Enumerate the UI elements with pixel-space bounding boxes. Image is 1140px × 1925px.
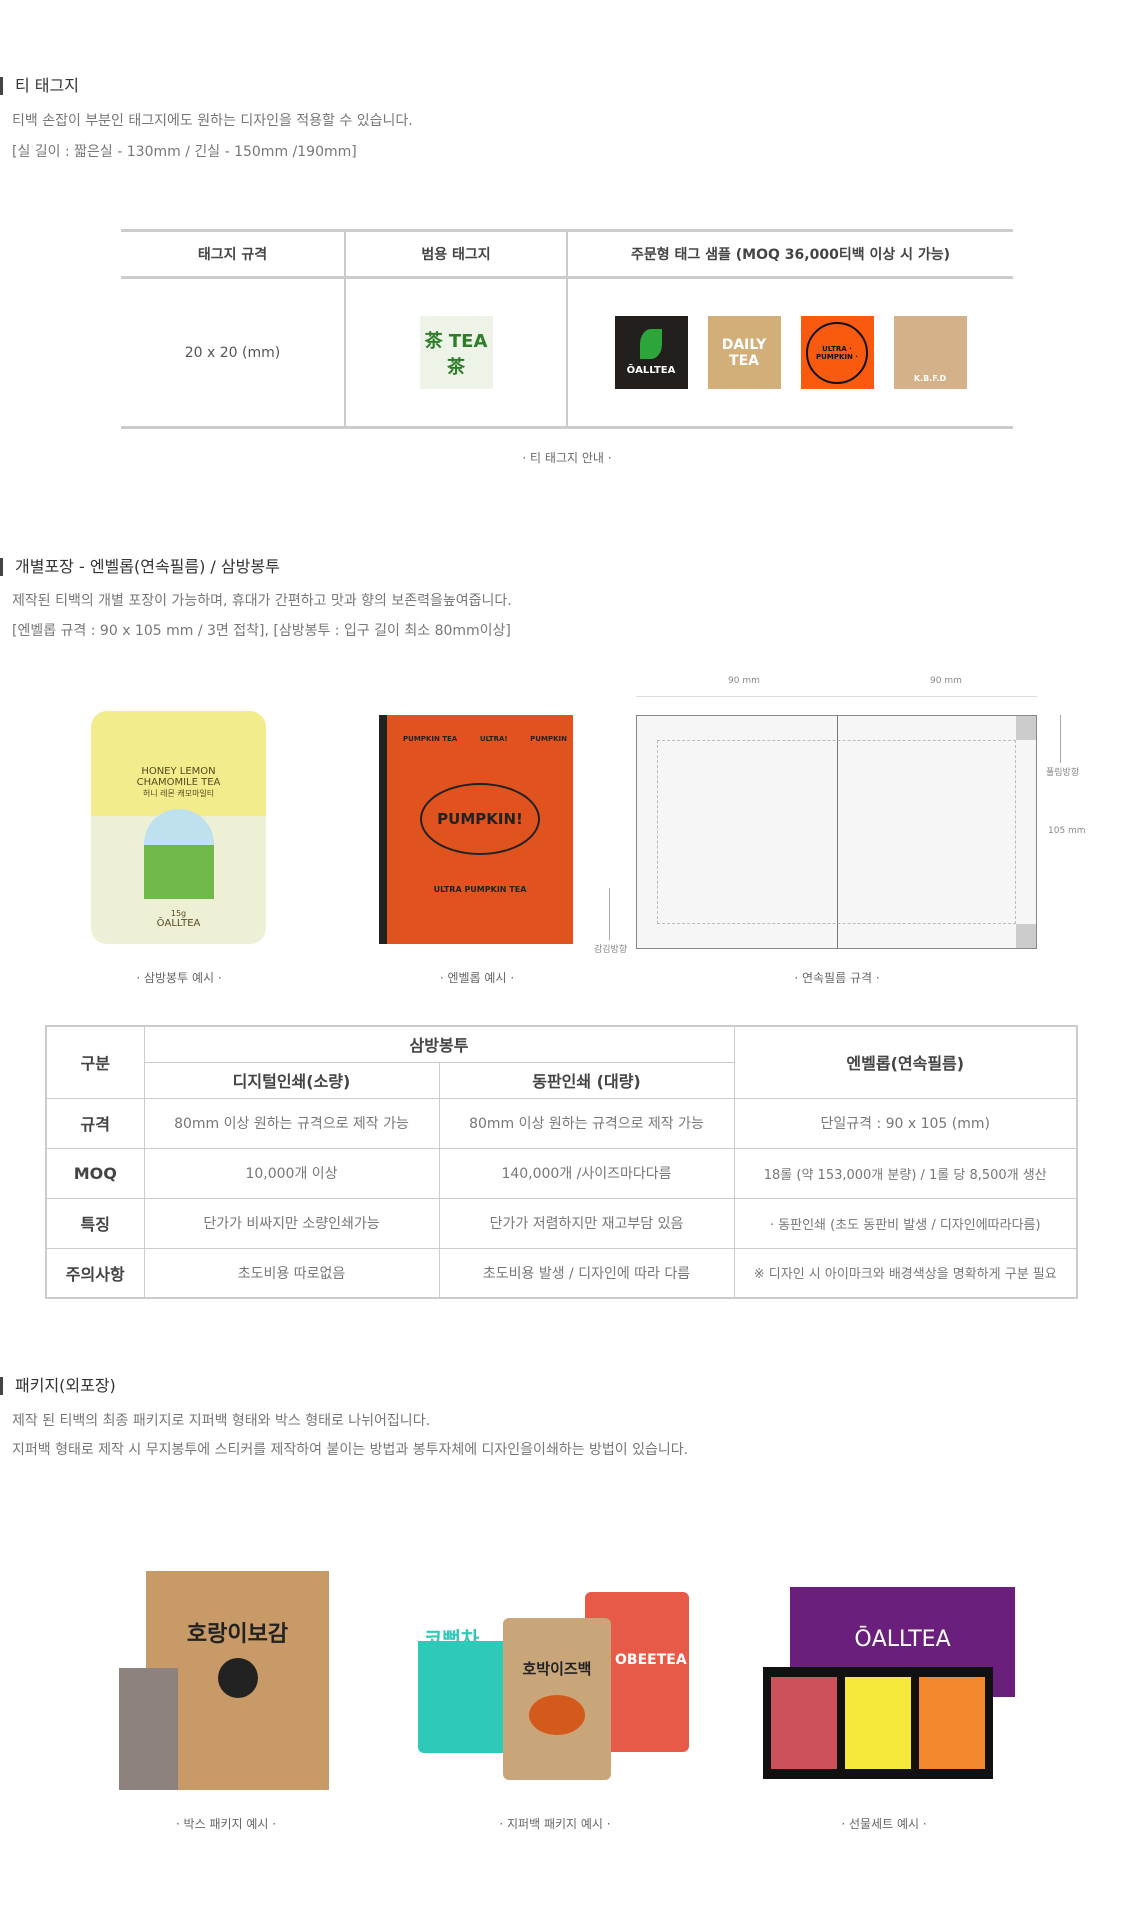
- sample-tag-kbfd: K.B.F.D: [893, 316, 967, 389]
- pouch-text: CHAMOMILE TEA: [136, 777, 221, 788]
- th-custom-tag: 주문형 태그 샘플 (MOQ 36,000티백 이상 시 가능): [566, 230, 1013, 279]
- envelope-center-text: PUMPKIN!: [420, 783, 540, 855]
- sample-tag-daily-tea: DAILY TEA: [707, 316, 781, 389]
- cell-digital: 80mm 이상 원하는 규격으로 제작 가능: [143, 1097, 440, 1149]
- seal-line: [657, 740, 1016, 924]
- section-title-tea-tag: 티 태그지: [0, 77, 79, 95]
- cell-gravure: 140,000개 /사이즈마다다름: [438, 1147, 735, 1199]
- gift-brand: ŌALLTEA: [854, 1627, 951, 1652]
- zipper-caption: · 지퍼백 패키지 예시 ·: [499, 1817, 611, 1831]
- tag-size-value: 20 x 20 (mm): [184, 344, 281, 361]
- th-category: 구분: [45, 1025, 145, 1099]
- pouch-text: 허니 레몬 캐모마일티: [142, 789, 215, 798]
- th-three-side: 삼방봉투: [143, 1025, 735, 1063]
- th-generic-tag: 범용 태그지: [344, 230, 567, 279]
- sample-label: ULTRA · PUMPKIN ·: [806, 321, 868, 384]
- row-label: 특징: [45, 1197, 145, 1249]
- section-title-package: 패키지(외포장): [0, 1377, 116, 1395]
- tree-illustration: [143, 809, 214, 899]
- gift-item-orange: [919, 1677, 985, 1769]
- tag-desc-2: [실 길이 : 짧은실 - 130mm / 긴실 - 150mm /190mm]: [12, 144, 357, 160]
- pack-desc-1: 제작된 티백의 개별 포장이 가능하며, 휴대가 간편하고 맛과 향의 보존력을…: [12, 593, 512, 609]
- bag-label: OBEETEA: [615, 1652, 687, 1668]
- zipper-bag-kraft: 호박이즈백: [503, 1618, 611, 1780]
- row-label: 규격: [45, 1097, 145, 1149]
- envelope-text: ULTRA!: [479, 735, 508, 743]
- width-left-label: 90 mm: [728, 676, 760, 686]
- envelope-text: PUMPKIN TEA: [403, 735, 458, 743]
- envelope-caption: · 엔벨롭 예시 ·: [439, 971, 515, 985]
- wind-label: 감김방향: [594, 945, 628, 955]
- envelope-image: PUMPKIN TEA ULTRA! PUMPKIN PUMPKIN! ULTRA …: [379, 715, 573, 944]
- th-tag-size: 태그지 규격: [121, 230, 345, 279]
- gift-caption: · 선물세트 예시 ·: [841, 1817, 927, 1831]
- cell-gravure: 초도비용 발생 / 디자인에 따라 다름: [438, 1247, 735, 1299]
- pouch-text: ŌALLTEA: [156, 918, 201, 929]
- small-box-image: [119, 1668, 178, 1790]
- row-label: MOQ: [45, 1147, 145, 1199]
- sample-label: ŌALLTEA: [626, 365, 676, 376]
- corner-mark: [1016, 716, 1036, 740]
- gift-item-yellow: [845, 1677, 911, 1769]
- cell-gravure: 단가가 저렴하지만 재고부담 있음: [438, 1197, 735, 1249]
- unwind-label: 풀림방향: [1046, 768, 1080, 778]
- corner-mark: [1016, 924, 1036, 948]
- sample-tag-oalltea: ŌALLTEA: [614, 316, 688, 389]
- tag-caption: · 티 태그지 안내 ·: [522, 451, 612, 465]
- pouch-text: HONEY LEMON: [141, 766, 216, 777]
- th-digital: 디지털인쇄(소량): [143, 1061, 440, 1099]
- cell-digital: 10,000개 이상: [143, 1147, 440, 1199]
- leaf-icon: [640, 329, 662, 359]
- th-envelope: 엔벨롭(연속필름): [733, 1025, 1078, 1099]
- generic-tag-image: 茶 TEA 茶: [419, 316, 493, 389]
- section-title-individual-pack: 개별포장 - 엔벨롭(연속필름) / 삼방봉투: [0, 558, 280, 576]
- diagram-caption: · 연속필름 규격 ·: [794, 971, 880, 985]
- box-caption: · 박스 패키지 예시 ·: [175, 1817, 277, 1831]
- height-label: 105 mm: [1048, 826, 1086, 836]
- gift-box-tray: [763, 1667, 993, 1779]
- cell-envelope: ※ 디자인 시 아이마크와 배경색상을 명확하게 구분 필요: [733, 1247, 1078, 1299]
- film-spec-diagram: [636, 715, 1037, 949]
- box-brand: 호랑이보감: [186, 1622, 289, 1647]
- package-desc-1: 제작 된 티백의 최종 패키지로 지퍼백 형태와 박스 형태로 나뉘어집니다.: [12, 1413, 431, 1429]
- cell-digital: 단가가 비싸지만 소량인쇄가능: [143, 1197, 440, 1249]
- wind-arrow-icon: [609, 888, 610, 940]
- unwind-arrow-icon: [1060, 715, 1061, 763]
- bag-label: 호박이즈백: [522, 1660, 592, 1678]
- cell-envelope: 18롤 (약 153,000개 분량) / 1롤 당 8,500개 생산: [733, 1147, 1078, 1199]
- pouch-caption: · 삼방봉투 예시 ·: [136, 971, 222, 985]
- pouch-text: 15g: [170, 909, 187, 918]
- package-desc-2: 지퍼백 형태로 제작 시 무지봉투에 스티커를 제작하여 붙이는 방법과 봉투자…: [12, 1442, 689, 1458]
- tiger-icon: [217, 1658, 258, 1698]
- cell-gravure: 80mm 이상 원하는 규격으로 제작 가능: [438, 1097, 735, 1149]
- sample-tag-pumpkin: ULTRA · PUMPKIN ·: [800, 316, 874, 389]
- pack-desc-2: [엔벨롭 규격 : 90 x 105 mm / 3면 접착], [삼방봉투 : …: [12, 623, 511, 639]
- cell-envelope: 단일규격 : 90 x 105 (mm): [733, 1097, 1078, 1149]
- width-right-label: 90 mm: [930, 676, 962, 686]
- pumpkin-illustration: [529, 1695, 585, 1735]
- cell-digital: 초도비용 따로없음: [143, 1247, 440, 1299]
- envelope-text: ULTRA PUMPKIN TEA: [433, 885, 527, 894]
- bag-label: 코뻥차: [424, 1627, 480, 1651]
- th-gravure: 동판인쇄 (대량): [438, 1061, 735, 1099]
- film-divider: [837, 716, 838, 948]
- envelope-text: PUMPKIN: [530, 735, 567, 743]
- dimension-line: [636, 696, 1037, 697]
- gift-item-red: [771, 1677, 837, 1769]
- tag-desc-1: 티백 손잡이 부분인 태그지에도 원하는 디자인을 적용할 수 있습니다.: [12, 113, 413, 129]
- cell-envelope: · 동판인쇄 (초도 동판비 발생 / 디자인에따라다름): [733, 1197, 1078, 1249]
- row-label: 주의사항: [45, 1247, 145, 1299]
